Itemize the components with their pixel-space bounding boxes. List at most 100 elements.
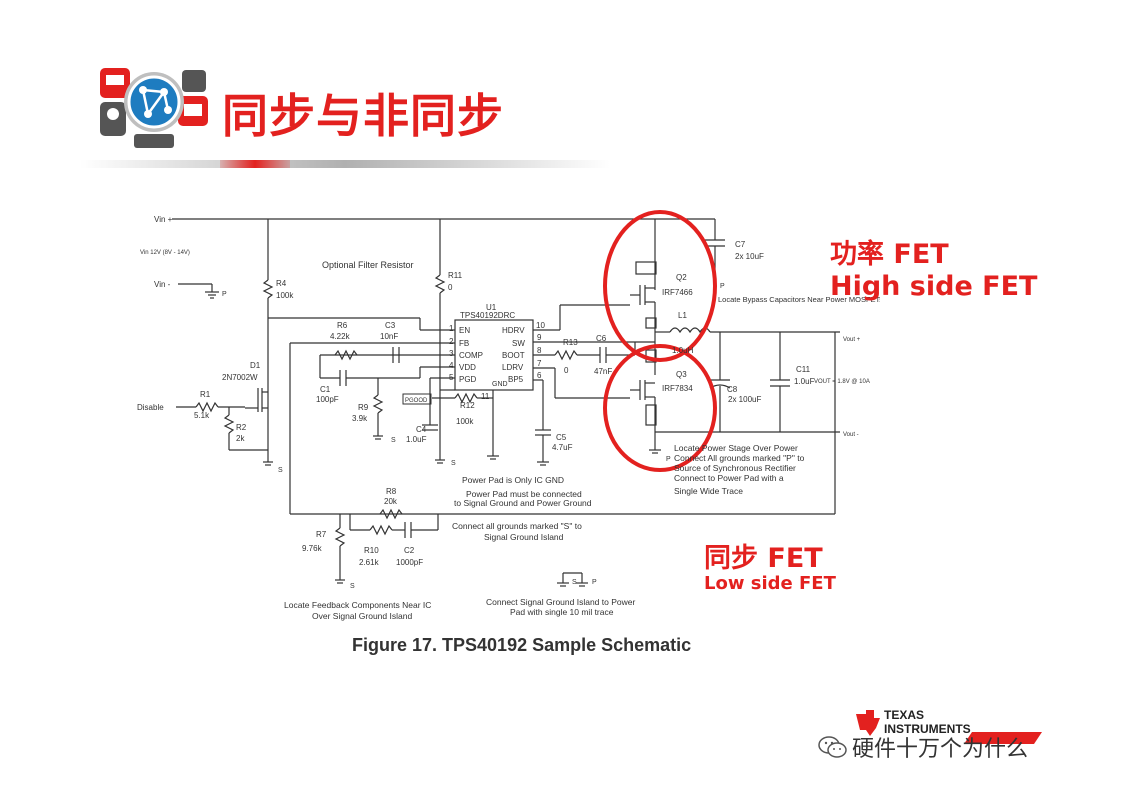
svg-text:LDRV: LDRV: [502, 363, 524, 372]
svg-text:4: 4: [449, 361, 454, 370]
page-number: 3: [986, 722, 992, 732]
svg-text:8: 8: [537, 346, 542, 355]
svg-text:R2: R2: [236, 423, 247, 432]
svg-text:Pad with single 10 mil trace: Pad with single 10 mil trace: [510, 607, 614, 617]
svg-text:Locate Power Stage Over Power: Locate Power Stage Over Power: [674, 443, 798, 453]
annotation-power-fet: 功率 FET: [830, 239, 949, 270]
svg-text:VDD: VDD: [459, 363, 476, 372]
svg-text:9.76k: 9.76k: [302, 544, 323, 553]
svg-text:6: 6: [537, 371, 542, 380]
svg-text:BOOT: BOOT: [502, 351, 525, 360]
svg-text:10nF: 10nF: [380, 332, 398, 341]
vout-spec-label: VOUT = 1.8V @ 10A: [814, 379, 870, 385]
svg-text:2: 2: [449, 337, 454, 346]
note-bypass: Locate Bypass Capacitors Near Power MOSF…: [718, 295, 880, 304]
optional-filter-label: Optional Filter Resistor: [322, 260, 414, 270]
ground-symbol: [205, 291, 219, 299]
svg-text:1.0uF: 1.0uF: [794, 377, 815, 386]
vin-range-label: Vin 12V (8V - 14V): [140, 250, 190, 256]
svg-text:2.61k: 2.61k: [359, 558, 380, 567]
svg-text:100pF: 100pF: [316, 395, 339, 404]
svg-text:Signal Ground Island: Signal Ground Island: [484, 532, 564, 542]
wechat-watermark: 硬件十万个为什么: [818, 732, 1028, 762]
svg-text:9: 9: [537, 333, 542, 342]
svg-text:Source of Synchronous Rectifie: Source of Synchronous Rectifier: [674, 463, 796, 473]
svg-text:1.0uH: 1.0uH: [672, 346, 694, 355]
svg-text:3: 3: [449, 349, 454, 358]
vin-plus-label: Vin +: [154, 215, 173, 224]
svg-text:C1: C1: [320, 385, 331, 394]
svg-text:P: P: [666, 456, 671, 463]
svg-text:R9: R9: [358, 403, 369, 412]
svg-text:R1: R1: [200, 390, 211, 399]
svg-text:100k: 100k: [456, 417, 474, 426]
svg-text:L1: L1: [678, 311, 687, 320]
annotation-high-side-fet: High side FET: [830, 271, 1038, 302]
svg-text:0: 0: [564, 366, 569, 375]
svg-text:100k: 100k: [276, 291, 294, 300]
svg-text:C7: C7: [735, 240, 746, 249]
svg-text:1.0uF: 1.0uF: [406, 435, 427, 444]
ti-logo-text-instruments: INSTRUMENTS: [884, 722, 971, 736]
svg-text:2N7002W: 2N7002W: [222, 373, 258, 382]
svg-text:Connect Signal Ground Island t: Connect Signal Ground Island to Power: [486, 597, 635, 607]
svg-text:C11: C11: [796, 365, 811, 374]
ti-logo-text-texas: TEXAS: [884, 708, 925, 722]
wechat-icon: [818, 736, 847, 758]
svg-text:7: 7: [537, 359, 542, 368]
svg-text:IRF7466: IRF7466: [662, 288, 693, 297]
svg-text:2x 10uF: 2x 10uF: [735, 252, 764, 261]
svg-text:R6: R6: [337, 321, 348, 330]
svg-text:Connect to Power Pad with a: Connect to Power Pad with a: [674, 473, 784, 483]
svg-text:Q3: Q3: [676, 370, 687, 379]
svg-text:3.9k: 3.9k: [352, 414, 368, 423]
svg-text:R4: R4: [276, 279, 287, 288]
annotation-sync-fet: 同步 FET: [704, 543, 823, 574]
svg-text:10: 10: [536, 321, 545, 330]
presentation-logo-icon: [100, 68, 208, 148]
svg-text:HDRV: HDRV: [502, 326, 525, 335]
svg-text:4.7uF: 4.7uF: [552, 443, 573, 452]
svg-text:S: S: [278, 467, 283, 474]
svg-text:C3: C3: [385, 321, 396, 330]
texas-instruments-logo-icon: [856, 710, 1042, 744]
annotation-low-side-fet: Low side FET: [704, 573, 836, 594]
svg-text:SW: SW: [512, 339, 525, 348]
tps40192-schematic: Vin + Vin 12V (8V - 14V) Vin - P R4 100k…: [137, 210, 880, 621]
svg-text:2k: 2k: [236, 434, 245, 443]
svg-text:EN: EN: [459, 326, 470, 335]
svg-text:Q2: Q2: [676, 273, 687, 282]
svg-text:Locate Feedback Components Nea: Locate Feedback Components Near IC: [284, 600, 431, 610]
svg-text:C5: C5: [556, 433, 567, 442]
svg-text:R13: R13: [563, 338, 578, 347]
svg-text:Connect All grounds marked "P": Connect All grounds marked "P" to: [674, 453, 805, 463]
svg-text:P: P: [720, 283, 725, 290]
svg-text:PGD: PGD: [459, 375, 477, 384]
watermark-text: 硬件十万个为什么: [852, 737, 1029, 762]
svg-text:Power Pad is Only IC GND: Power Pad is Only IC GND: [462, 475, 564, 485]
disable-label: Disable: [137, 403, 164, 412]
svg-text:C2: C2: [404, 546, 415, 555]
svg-text:20k: 20k: [384, 497, 398, 506]
svg-text:R12: R12: [460, 401, 475, 410]
svg-text:1: 1: [449, 324, 454, 333]
svg-text:FB: FB: [459, 339, 469, 348]
svg-text:0: 0: [448, 283, 453, 292]
svg-text:C8: C8: [727, 385, 738, 394]
svg-text:Single Wide Trace: Single Wide Trace: [674, 486, 743, 496]
svg-text:S: S: [350, 583, 355, 590]
svg-text:COMP: COMP: [459, 351, 483, 360]
svg-text:U1: U1: [486, 303, 497, 312]
svg-text:to Signal Ground and Power Gro: to Signal Ground and Power Ground: [454, 498, 592, 508]
svg-text:5: 5: [449, 373, 454, 382]
svg-text:Over Signal Ground Island: Over Signal Ground Island: [312, 611, 412, 621]
page-title: 同步与非同步: [222, 89, 504, 143]
svg-text:Power Pad must be connected: Power Pad must be connected: [466, 489, 582, 499]
svg-text:IRF7834: IRF7834: [662, 384, 693, 393]
svg-text:R8: R8: [386, 487, 397, 496]
title-underline: [80, 160, 610, 168]
vin-minus-label: Vin -: [154, 280, 171, 289]
svg-text:BP5: BP5: [508, 375, 524, 384]
vout-minus-label: Vout -: [843, 432, 859, 438]
high-side-fet-highlight: [603, 210, 717, 362]
